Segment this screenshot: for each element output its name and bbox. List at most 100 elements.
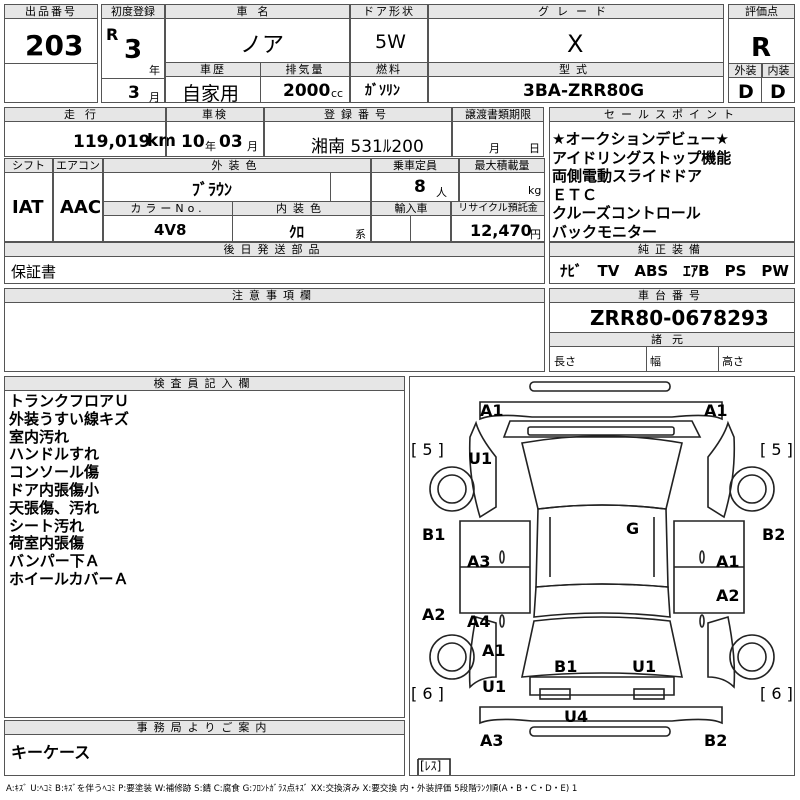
plate-number: 湘南 531ﾙ200: [311, 137, 424, 157]
notes-label: 注意事項欄: [5, 289, 544, 303]
history-label: 車歴: [166, 63, 260, 77]
sales-points-label: セールスポイント: [550, 108, 794, 122]
damage-mark: [ﾚｽ]: [420, 759, 442, 773]
inspector-item: 天張傷、汚れ: [9, 498, 100, 517]
damage-mark: U1: [468, 449, 493, 468]
recycle-label: リサイクル預託金: [452, 202, 544, 216]
fuel-label: 燃料: [351, 63, 427, 77]
inspection-box: 車検 10 年 03 月: [166, 107, 264, 157]
displacement: 2000: [283, 81, 331, 101]
damage-mark: G: [626, 519, 640, 538]
damage-mark: A1: [480, 401, 504, 420]
color-label: 外装色: [104, 159, 370, 173]
spec-height-label: 高さ: [722, 355, 744, 368]
import-label: 輸入車: [372, 202, 450, 216]
damage-mark: A4: [467, 612, 491, 631]
color-no-box: カラーNo. 4V8: [103, 201, 233, 242]
door-label: ドア形状: [351, 5, 427, 19]
car-outline-drawing: [417, 381, 775, 775]
later-parts-label: 後日発送部品: [5, 243, 544, 257]
damage-mark: U1: [632, 657, 657, 676]
damage-mark: A3: [480, 731, 504, 750]
capacity-box: 乗車定員 8 人: [371, 158, 459, 202]
damage-mark: B1: [422, 525, 446, 544]
inspection-label: 車検: [167, 108, 263, 122]
damage-mark: [ 6 ]: [760, 684, 793, 703]
inspector-label: 検査員記入欄: [5, 377, 404, 391]
equipment-value: ﾅﾋﾞ TV ABS ｴｱB PS PW: [560, 262, 789, 280]
capacity-label: 乗車定員: [372, 159, 458, 173]
damage-mark: [ 6 ]: [411, 684, 444, 703]
interior-color-suffix: 系: [355, 228, 366, 241]
year-unit: 年: [149, 64, 160, 77]
yen-unit: 円: [530, 228, 541, 241]
era-letter: R: [106, 25, 119, 44]
spec-length-label: 長さ: [554, 355, 576, 368]
office-box: 事務局よりご案内 キーケース: [4, 720, 405, 776]
inspector-item: ドア内張傷小: [9, 480, 100, 499]
chassis-label: 車台番号: [550, 289, 794, 303]
sales-point: ★オークションデビュー★: [552, 130, 729, 148]
interior-color-label: 内装色: [233, 202, 370, 216]
office-value: キーケース: [11, 743, 91, 762]
transfer-day-unit: 日: [529, 142, 540, 155]
shift: IAT: [12, 197, 44, 218]
damage-mark: U4: [564, 707, 589, 726]
later-parts-value: 保証書: [11, 263, 57, 281]
interior-color: ｸﾛ: [289, 223, 305, 241]
damage-mark: B2: [704, 731, 728, 750]
door: 5W: [375, 31, 406, 53]
history: 自家用: [182, 83, 240, 105]
car-name: ノア: [240, 33, 285, 58]
inspector-item: トランクフロアＵ: [9, 392, 130, 410]
inspector-item: コンソール傷: [9, 463, 100, 482]
damage-mark: B1: [554, 657, 578, 676]
model-label: 型式: [429, 63, 723, 77]
first-registration-box: 初度登録 R 3 年 3 月: [101, 4, 165, 104]
damage-mark: B2: [762, 525, 786, 544]
sales-point: バックモニター: [552, 222, 658, 241]
ac-label: エアコン: [54, 159, 102, 173]
damage-mark: U1: [482, 677, 507, 696]
score-label: 評価点: [729, 5, 794, 19]
spec-width-label: 幅: [650, 355, 661, 368]
inspector-item: バンパー下Ａ: [9, 552, 100, 571]
inspector-item: ハンドルすれ: [9, 445, 100, 464]
mileage: 119,019: [73, 132, 151, 152]
color-box: 外装色 ﾌﾞﾗｳﾝ: [103, 158, 371, 202]
mileage-label: 走行: [5, 108, 165, 122]
capacity: 8: [414, 177, 426, 197]
kg-unit: kg: [528, 184, 542, 197]
ext-label: 外装: [729, 64, 762, 78]
sales-points-box: セールスポイント ★オークションデビュー★ アイドリングストップ機能 両側電動ス…: [549, 107, 795, 242]
damage-mark: A3: [467, 552, 491, 571]
damage-mark: A1: [704, 401, 728, 420]
interior-color-box: 内装色 ｸﾛ 系: [232, 201, 371, 242]
shift-box: シフト IAT: [4, 158, 53, 242]
specs-label: 諸元: [550, 332, 794, 347]
inspector-item: 室内汚れ: [9, 427, 70, 446]
lot-number: 203: [25, 29, 84, 62]
load-box: 最大積載量 kg: [459, 158, 545, 202]
insp-year-unit: 年: [205, 140, 216, 153]
inspector-list: トランクフロアＵ 外装うすい線キズ 室内汚れ ハンドルすれ コンソール傷 ドア内…: [9, 392, 130, 589]
inspector-box: 検査員記入欄 トランクフロアＵ 外装うすい線キズ 室内汚れ ハンドルすれ コンソ…: [4, 376, 405, 718]
equipment-label: 純正装備: [550, 243, 794, 257]
inspector-item: 荷室内張傷: [9, 534, 85, 553]
km-unit: km: [147, 131, 177, 151]
car-name-label: 車名: [166, 5, 349, 19]
plate-label: 登録番号: [265, 108, 451, 122]
office-label: 事務局よりご案内: [5, 721, 404, 735]
chassis-number: ZRR80-0678293: [590, 306, 769, 330]
car-name-box: 車名 ノア: [165, 4, 350, 63]
plate-box: 登録番号 湘南 531ﾙ200: [264, 107, 452, 157]
transfer-month-unit: 月: [489, 142, 500, 155]
displacement-label: 排気量: [261, 63, 349, 77]
ac-box: エアコン AAC: [53, 158, 103, 242]
door-box: ドア形状 5W: [350, 4, 428, 63]
first-reg-label: 初度登録: [102, 5, 164, 19]
chassis-box: 車台番号 ZRR80-0678293 諸元 長さ 幅 高さ: [549, 288, 795, 372]
sales-point: アイドリングストップ機能: [552, 148, 732, 167]
grade-box: グレード X: [428, 4, 724, 63]
lot-label: 出品番号: [5, 5, 97, 19]
